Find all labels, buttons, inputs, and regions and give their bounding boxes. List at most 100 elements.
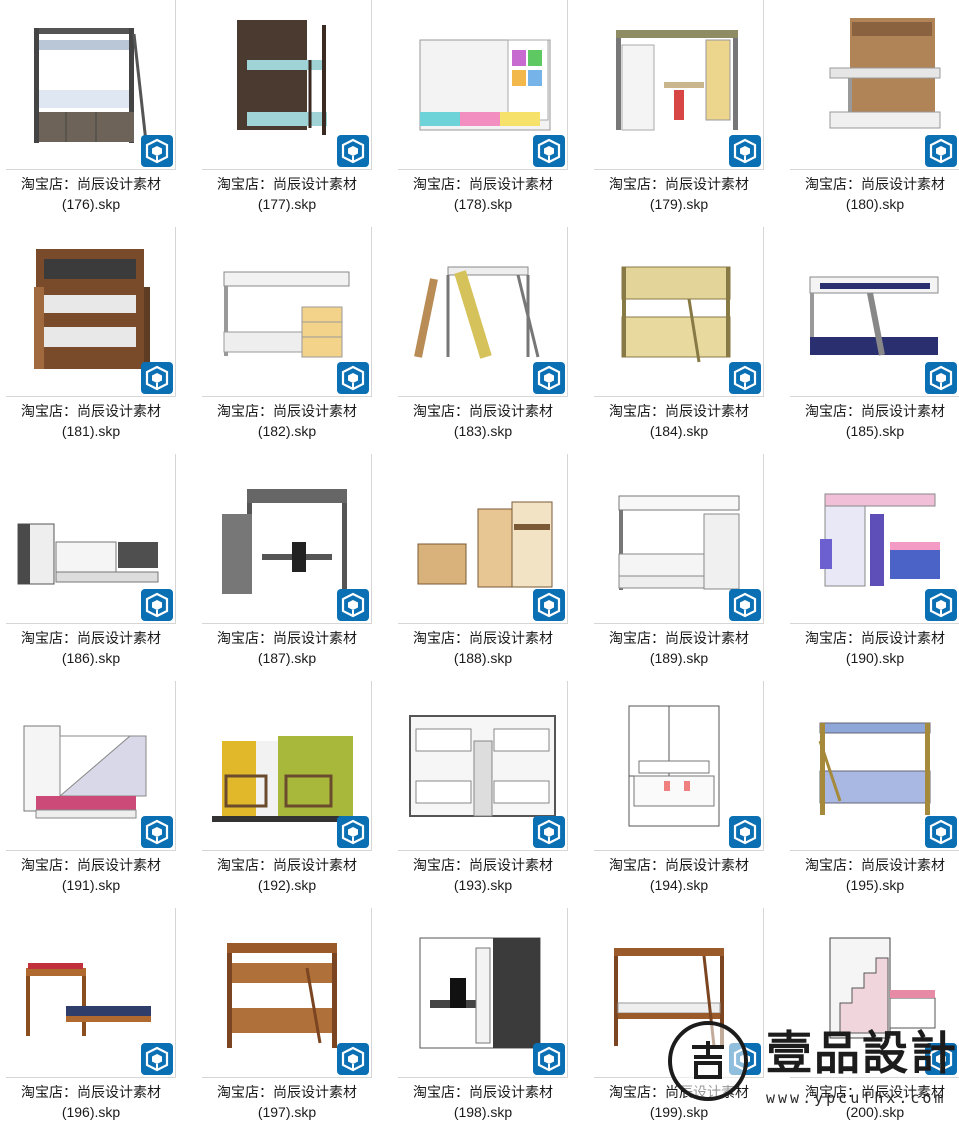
file-thumbnail[interactable] bbox=[202, 454, 372, 624]
file-item[interactable]: 淘宝店：尚辰设计素材(191).skp bbox=[3, 681, 195, 908]
file-name[interactable]: 淘宝店：尚辰设计素材(182).skp bbox=[199, 401, 375, 441]
file-name-line2: (178).skp bbox=[453, 196, 513, 212]
file-thumbnail[interactable] bbox=[594, 908, 764, 1078]
file-name[interactable]: 淘宝店：尚辰设计素材(189).skp bbox=[591, 628, 767, 668]
file-name-line1: 淘宝店：尚辰设计素材 bbox=[609, 176, 749, 192]
file-name[interactable]: 淘宝店：尚辰设计素材(195).skp bbox=[787, 855, 959, 895]
file-name[interactable]: 淘宝店：尚辰设计素材(191).skp bbox=[3, 855, 179, 895]
file-thumbnail[interactable] bbox=[790, 0, 959, 170]
file-thumbnail[interactable] bbox=[202, 0, 372, 170]
file-name[interactable]: 淘宝店：尚辰设计素材(187).skp bbox=[199, 628, 375, 668]
file-name-line1: 淘宝店：尚辰设计素材 bbox=[217, 630, 357, 646]
file-item[interactable]: 淘宝店：尚辰设计素材 (180).skp bbox=[787, 0, 959, 227]
file-item[interactable]: 淘宝店：尚辰设计素材(182).skp bbox=[199, 227, 391, 454]
file-item[interactable]: 淘宝店：尚辰设计素材(195).skp bbox=[787, 681, 959, 908]
file-name[interactable]: 淘宝店：尚辰设计素材(185).skp bbox=[787, 401, 959, 441]
file-name[interactable]: 淘宝店：尚辰设计素材(179).skp bbox=[591, 174, 767, 214]
file-item[interactable]: 淘宝店：尚辰设计素材(199).skp bbox=[591, 908, 783, 1135]
file-item[interactable]: 淘宝店：尚辰设计素材(183).skp bbox=[395, 227, 587, 454]
file-name[interactable]: 淘宝店：尚辰设计素材(192).skp bbox=[199, 855, 375, 895]
file-item[interactable]: 淘宝店：尚辰设计素材(184).skp bbox=[591, 227, 783, 454]
file-item[interactable]: 淘宝店：尚辰设计素材(194).skp bbox=[591, 681, 783, 908]
file-thumbnail[interactable] bbox=[202, 908, 372, 1078]
file-name[interactable]: 淘宝店：尚辰设计素材(190).skp bbox=[787, 628, 959, 668]
file-thumbnail[interactable] bbox=[790, 908, 959, 1078]
file-item[interactable]: 淘宝店：尚辰设计素材(186).skp bbox=[3, 454, 195, 681]
file-thumbnail[interactable] bbox=[594, 681, 764, 851]
file-item[interactable]: 淘宝店：尚辰设计素材(176).skp bbox=[3, 0, 195, 227]
file-name-line1: 淘宝店：尚辰设计素材 bbox=[217, 176, 357, 192]
file-name[interactable]: 淘宝店：尚辰设计素材(177).skp bbox=[199, 174, 375, 214]
file-thumbnail[interactable] bbox=[594, 454, 764, 624]
file-name[interactable]: 淘宝店：尚辰设计素材(176).skp bbox=[3, 174, 179, 214]
file-name[interactable]: 淘宝店：尚辰设计素材(186).skp bbox=[3, 628, 179, 668]
file-name-line2: (196).skp bbox=[61, 1104, 121, 1120]
file-thumbnail[interactable] bbox=[790, 454, 959, 624]
file-name[interactable]: 淘宝店：尚辰设计素材 (180).skp bbox=[787, 174, 959, 214]
file-item[interactable]: 淘宝店：尚辰设计素材(181).skp bbox=[3, 227, 195, 454]
file-name-line2: (190).skp bbox=[845, 650, 905, 666]
file-thumbnail[interactable] bbox=[398, 227, 568, 397]
furniture-model-image bbox=[616, 30, 738, 131]
sketchup-icon bbox=[925, 816, 957, 848]
file-thumbnail[interactable] bbox=[202, 227, 372, 397]
sketchup-icon bbox=[141, 816, 173, 848]
file-thumbnail[interactable] bbox=[398, 681, 568, 851]
file-item[interactable]: 淘宝店：尚辰设计素材(190).skp bbox=[787, 454, 959, 681]
file-name[interactable]: 淘宝店：尚辰设计素材(196).skp bbox=[3, 1082, 179, 1122]
file-name[interactable]: 淘宝店：尚辰设计素材(184).skp bbox=[591, 401, 767, 441]
file-item[interactable]: 淘宝店：尚辰设计素材(196).skp bbox=[3, 908, 195, 1135]
file-name[interactable]: 淘宝店：尚辰设计素材(183).skp bbox=[395, 401, 571, 441]
file-item[interactable]: 淘宝店：尚辰设计素材(185).skp bbox=[787, 227, 959, 454]
file-item[interactable]: 淘宝店：尚辰设计素材(189).skp bbox=[591, 454, 783, 681]
sketchup-icon bbox=[925, 1043, 957, 1075]
file-item[interactable]: 淘宝店：尚辰设计素材(187).skp bbox=[199, 454, 391, 681]
file-name[interactable]: 淘宝店：尚辰设计素材(178).skp bbox=[395, 174, 571, 214]
furniture-model-image bbox=[419, 937, 541, 1049]
file-thumbnail[interactable] bbox=[594, 227, 764, 397]
file-name[interactable]: 淘宝店：尚辰设计素材(200).skp bbox=[787, 1082, 959, 1122]
file-name[interactable]: 淘宝店：尚辰设计素材(198).skp bbox=[395, 1082, 571, 1122]
file-name[interactable]: 淘宝店：尚辰设计素材(181).skp bbox=[3, 401, 179, 441]
file-item[interactable]: 淘宝店：尚辰设计素材(188).skp bbox=[395, 454, 587, 681]
file-name-line1: 淘宝店：尚辰设计素材 bbox=[609, 857, 749, 873]
file-name-line2: (195).skp bbox=[845, 877, 905, 893]
file-name-line2: (186).skp bbox=[61, 650, 121, 666]
file-thumbnail[interactable] bbox=[6, 0, 176, 170]
file-item[interactable]: 淘宝店：尚辰设计素材(200).skp bbox=[787, 908, 959, 1135]
furniture-model-image bbox=[621, 266, 731, 363]
file-thumbnail[interactable] bbox=[6, 227, 176, 397]
file-thumbnail[interactable] bbox=[6, 681, 176, 851]
file-name-line1: 淘宝店：尚辰设计素材 bbox=[217, 857, 357, 873]
furniture-model-image bbox=[419, 39, 551, 131]
file-thumbnail[interactable] bbox=[594, 0, 764, 170]
furniture-model-image bbox=[417, 501, 553, 588]
file-name[interactable]: 淘宝店：尚辰设计素材(197).skp bbox=[199, 1082, 375, 1122]
file-item[interactable]: 淘宝店：尚辰设计素材(193).skp bbox=[395, 681, 587, 908]
file-thumbnail[interactable] bbox=[202, 681, 372, 851]
file-name-line2: (197).skp bbox=[257, 1104, 317, 1120]
file-thumbnail[interactable] bbox=[398, 454, 568, 624]
file-name[interactable]: 淘宝店：尚辰设计素材(194).skp bbox=[591, 855, 767, 895]
file-item[interactable]: 淘宝店：尚辰设计素材(197).skp bbox=[199, 908, 391, 1135]
file-item[interactable]: 淘宝店：尚辰设计素材(192).skp bbox=[199, 681, 391, 908]
file-name[interactable]: 淘宝店：尚辰设计素材(193).skp bbox=[395, 855, 571, 895]
file-name-line1: 淘宝店：尚辰设计素材 bbox=[609, 403, 749, 419]
file-thumbnail[interactable] bbox=[398, 908, 568, 1078]
file-name[interactable]: 淘宝店：尚辰设计素材(188).skp bbox=[395, 628, 571, 668]
file-thumbnail[interactable] bbox=[398, 0, 568, 170]
file-name[interactable]: 淘宝店：尚辰设计素材(199).skp bbox=[591, 1082, 767, 1122]
furniture-model-image bbox=[818, 722, 931, 815]
file-name-line2: (185).skp bbox=[845, 423, 905, 439]
file-item[interactable]: 淘宝店：尚辰设计素材(198).skp bbox=[395, 908, 587, 1135]
file-thumbnail[interactable] bbox=[790, 227, 959, 397]
file-thumbnail[interactable] bbox=[6, 908, 176, 1078]
file-item[interactable]: 淘宝店：尚辰设计素材(177).skp bbox=[199, 0, 391, 227]
file-name-line1: 淘宝店：尚辰设计素材 bbox=[805, 176, 945, 192]
file-name-line2: (180).skp bbox=[845, 196, 905, 212]
file-item[interactable]: 淘宝店：尚辰设计素材(178).skp bbox=[395, 0, 587, 227]
furniture-model-image bbox=[628, 705, 720, 827]
file-item[interactable]: 淘宝店：尚辰设计素材(179).skp bbox=[591, 0, 783, 227]
file-thumbnail[interactable] bbox=[6, 454, 176, 624]
file-thumbnail[interactable] bbox=[790, 681, 959, 851]
